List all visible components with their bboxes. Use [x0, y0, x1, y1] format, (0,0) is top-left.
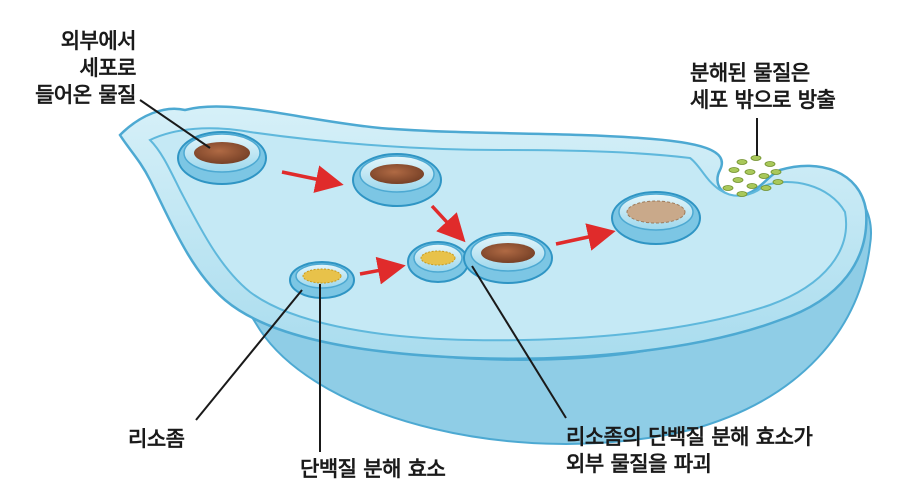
label-line: 외부 물질을 파괴: [566, 452, 712, 476]
enzyme-granules: [420, 250, 456, 266]
arrow-lysosome-to-fusion: [359, 256, 406, 285]
label-external-material: 외부에서 세포로 들어온 물질: [0, 28, 136, 109]
label-released-material: 분해된 물질은 세포 밖으로 방출: [690, 60, 880, 114]
digesting-vesicle: [611, 191, 701, 245]
label-line: 외부에서: [60, 29, 137, 53]
label-line: 세포로: [79, 56, 137, 80]
label-line: 리소좀의 단백질 분해 효소가: [566, 425, 813, 449]
leader-external-material: [139, 99, 211, 149]
enzyme-granules: [302, 268, 342, 284]
leader-lysosome: [195, 289, 303, 421]
process-arrows: [281, 165, 616, 285]
arrow-fusion-to-digestion: [555, 223, 616, 251]
label-lysosome: 리소좀: [128, 427, 185, 451]
leader-lines: [139, 99, 758, 452]
endosome-vesicle: [352, 153, 442, 207]
lysosome-vesicle: [289, 261, 355, 299]
digested-material: [626, 200, 686, 224]
released-particles: [722, 155, 784, 197]
label-destroy-material: 리소좀의 단백질 분해 효소가 외부 물질을 파괴: [566, 424, 813, 478]
leader-destroy-material: [471, 265, 567, 419]
label-line: 세포 밖으로 방출: [690, 88, 836, 112]
fusing-lysosome-endosome: [407, 232, 553, 284]
label-digestive-enzyme: 단백질 분해 효소: [300, 457, 446, 481]
endocytic-vesicle-entry: [177, 131, 267, 185]
label-line: 분해된 물질은: [690, 61, 810, 85]
external-material-particle: [370, 164, 424, 184]
label-line: 들어온 물질: [35, 83, 136, 107]
external-material-particle: [194, 142, 250, 164]
external-material-particle: [481, 243, 535, 263]
arrow-endosome-to-fusion: [430, 204, 466, 243]
arrow-entry-to-endosome: [281, 165, 344, 193]
